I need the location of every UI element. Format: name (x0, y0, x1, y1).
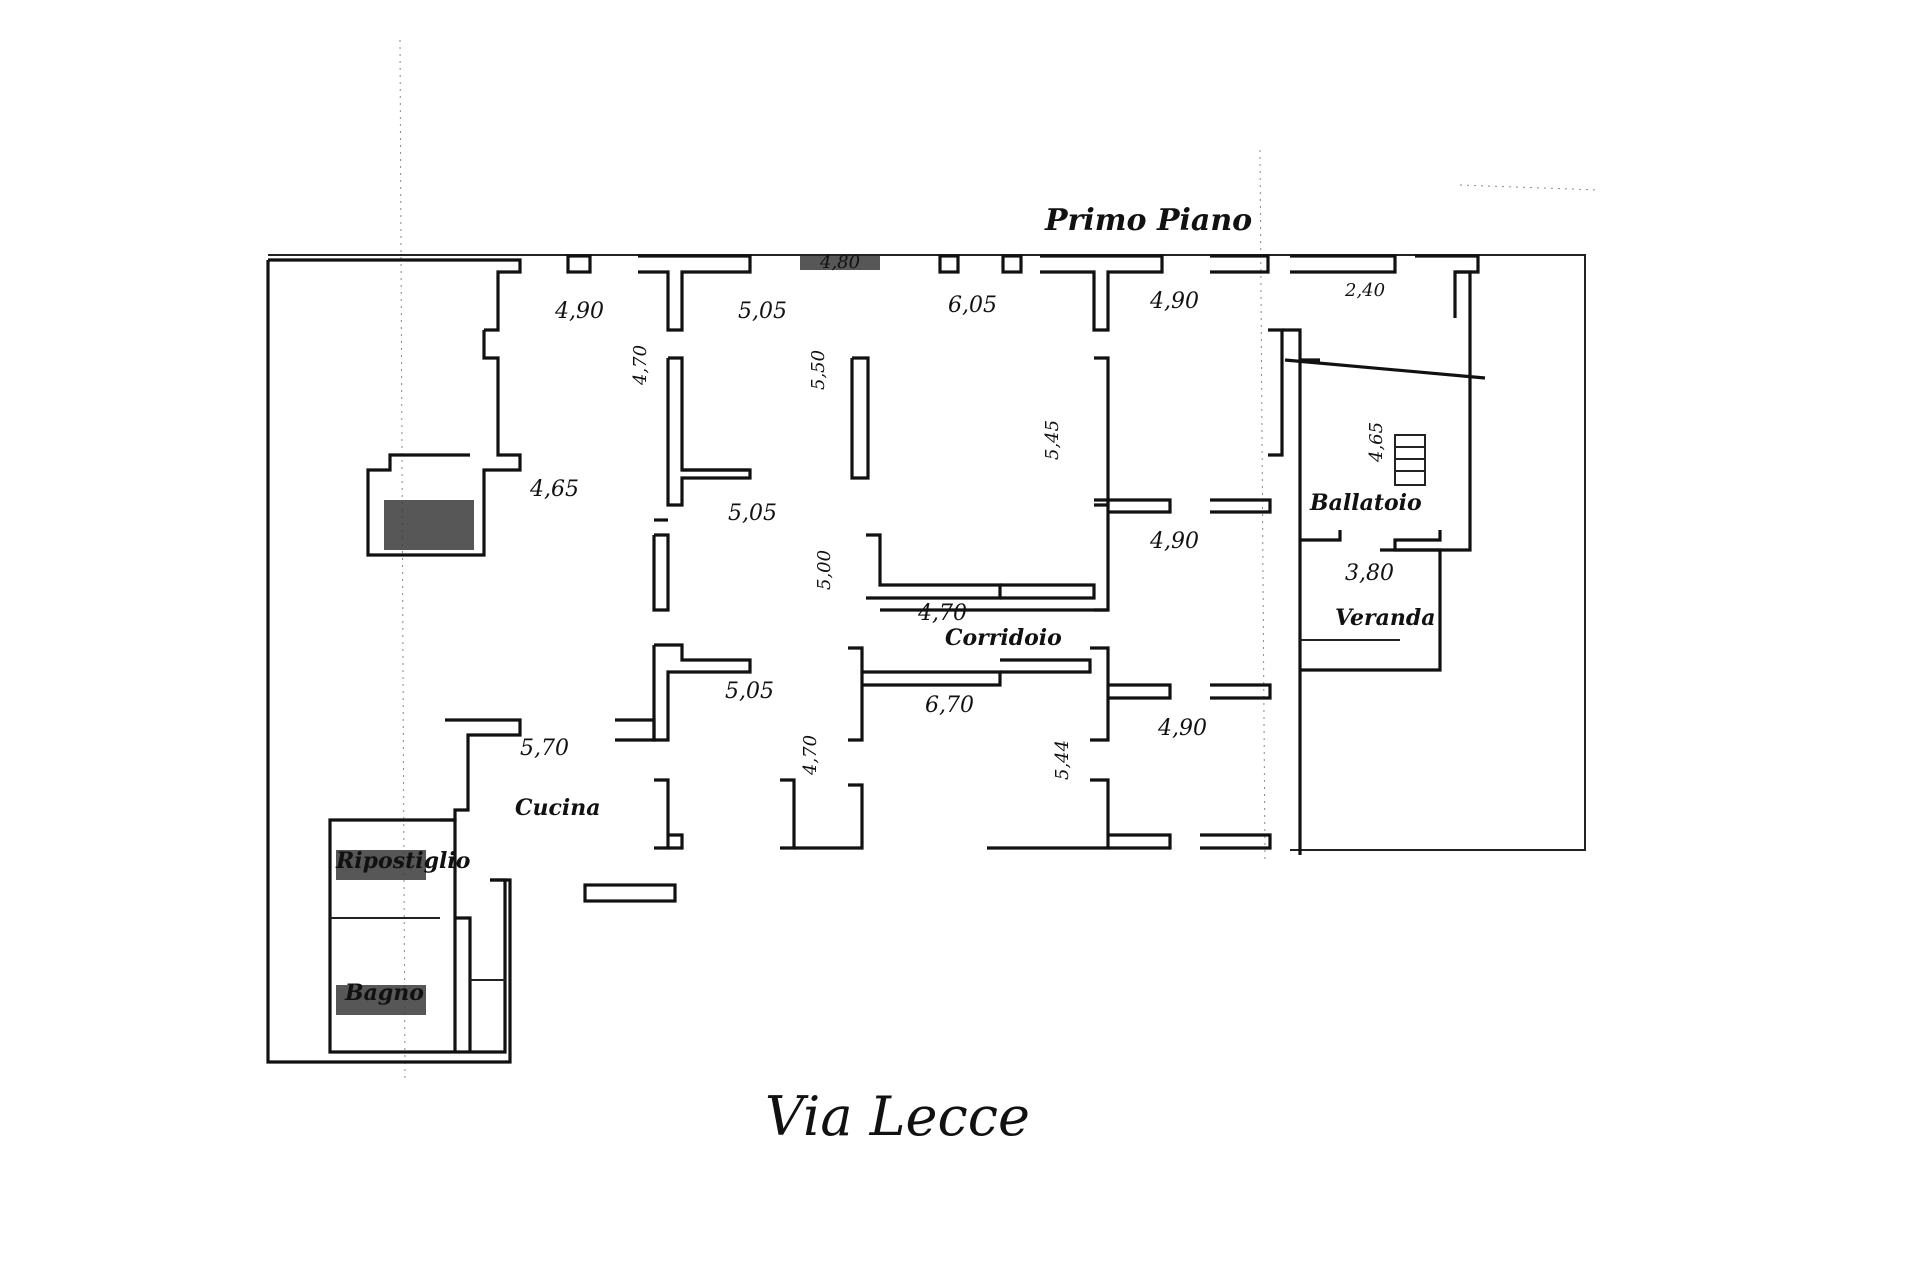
page-title: Primo Piano (1044, 203, 1252, 238)
upper-walls (366, 328, 1302, 855)
hatch-area (384, 500, 474, 550)
dimension-label: 4,90 (1149, 289, 1199, 314)
dimension-label: 5,50 (808, 350, 829, 390)
dimension-label: 4,90 (1149, 529, 1199, 554)
service-wing-walls (328, 718, 677, 1054)
room-label-corridor: Corridoio (945, 625, 1062, 651)
dimension-label: 4,65 (1366, 422, 1387, 463)
dimension-label: 4,90 (554, 299, 604, 324)
dimension-label: 5,45 (1042, 420, 1063, 460)
room-label-kitchen: Cucina (515, 795, 601, 821)
outer-boundary (266, 254, 1586, 1064)
dimension-label: 3,80 (1345, 561, 1394, 586)
room-label-ballatoio: Ballatoio (1309, 490, 1422, 516)
room-label-veranda: Veranda (1335, 605, 1436, 631)
scan-line (1459, 184, 1601, 191)
right-wing-walls (1284, 270, 1486, 672)
dimension-label: 6,70 (925, 693, 974, 718)
dimension-label: 5,00 (814, 550, 835, 590)
dimension-label: 5,70 (520, 736, 569, 761)
dimension-label: 5,44 (1052, 740, 1073, 780)
dimension-label: 5,05 (725, 679, 774, 704)
dimension-label: 4,70 (630, 345, 651, 386)
room-label-ripostiglio: Ripostiglio (335, 848, 470, 874)
dimension-label: 2,40 (1344, 280, 1385, 301)
street-name: Via Lecce (765, 1085, 1030, 1148)
dimension-label: 5,05 (738, 299, 787, 324)
dimension-label: 4,70 (917, 601, 967, 626)
scan-line (399, 39, 406, 1081)
hatch-area (336, 985, 426, 1015)
dimension-label: 4,70 (800, 735, 821, 776)
lower-walls (615, 643, 1272, 850)
dimension-label: 5,05 (728, 501, 777, 526)
dimension-label: 4,65 (529, 477, 579, 502)
dimension-label: 4,80 (819, 252, 860, 273)
dimension-label: 4,90 (1157, 716, 1207, 741)
corridor-walls (652, 498, 1110, 612)
top-wall (268, 254, 1480, 332)
hatch-area (336, 850, 426, 880)
room-label-bagno: Bagno (344, 980, 424, 1006)
dimension-label: 6,05 (948, 293, 997, 318)
